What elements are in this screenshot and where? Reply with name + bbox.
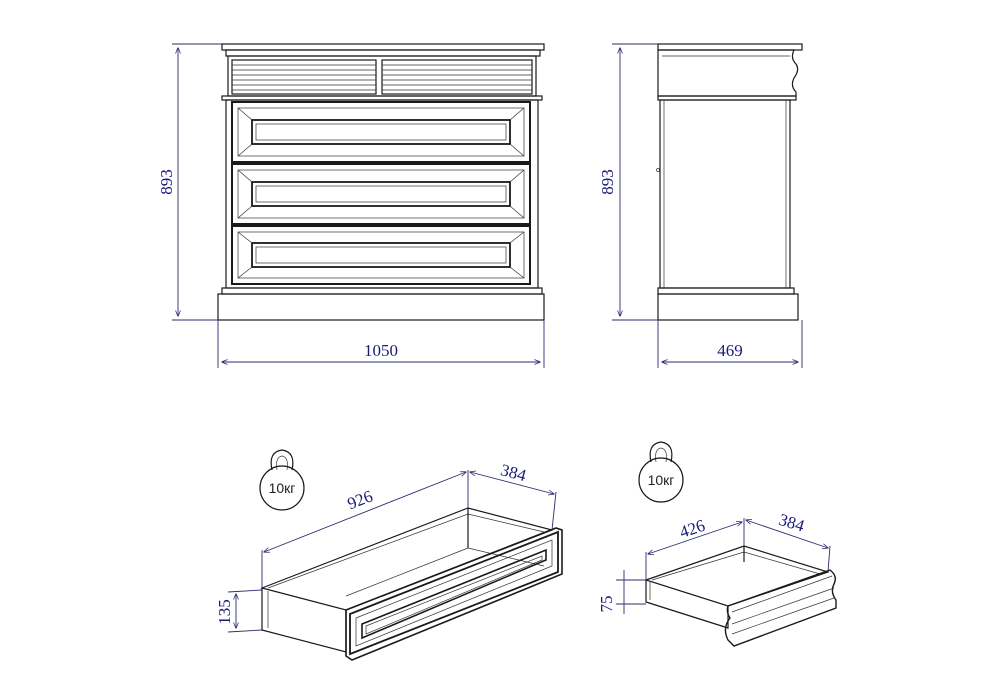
side-depth-label: 469 <box>717 341 743 360</box>
front-drawer-1 <box>231 101 531 163</box>
large-drawer-height-dimension: 135 <box>215 589 263 633</box>
small-drawer-length-label: 426 <box>677 516 707 542</box>
small-drawer-height-dimension: 75 <box>597 570 646 614</box>
top-left-drawer <box>231 59 377 95</box>
large-drawer <box>260 507 563 661</box>
front-drawer-2 <box>231 163 531 225</box>
large-drawer-depth-label: 384 <box>499 460 529 485</box>
front-width-label: 1050 <box>364 341 398 360</box>
large-drawer-height-label: 135 <box>215 599 234 625</box>
small-drawer-depth-dimension: 384 <box>746 510 831 573</box>
kettlebell-icon: 10кг <box>259 449 305 511</box>
kettlebell-icon-small: 10кг <box>638 441 684 503</box>
front-drawer-3 <box>231 225 531 285</box>
large-drawer-weight-label: 10кг <box>269 480 296 496</box>
small-drawer-weight-label: 10кг <box>648 472 675 488</box>
side-height-dimension: 893 <box>598 43 658 321</box>
top-right-drawer <box>381 59 533 95</box>
side-height-label: 893 <box>598 169 617 195</box>
front-view <box>217 43 545 321</box>
front-height-dimension: 893 <box>157 43 222 321</box>
small-drawer-height-label: 75 <box>597 596 616 613</box>
side-view <box>656 43 803 321</box>
small-drawer <box>644 545 837 647</box>
small-drawer-length-dimension: 426 <box>645 516 745 580</box>
front-width-dimension: 1050 <box>217 320 545 368</box>
front-height-label: 893 <box>157 169 176 195</box>
side-depth-dimension: 469 <box>657 320 803 368</box>
